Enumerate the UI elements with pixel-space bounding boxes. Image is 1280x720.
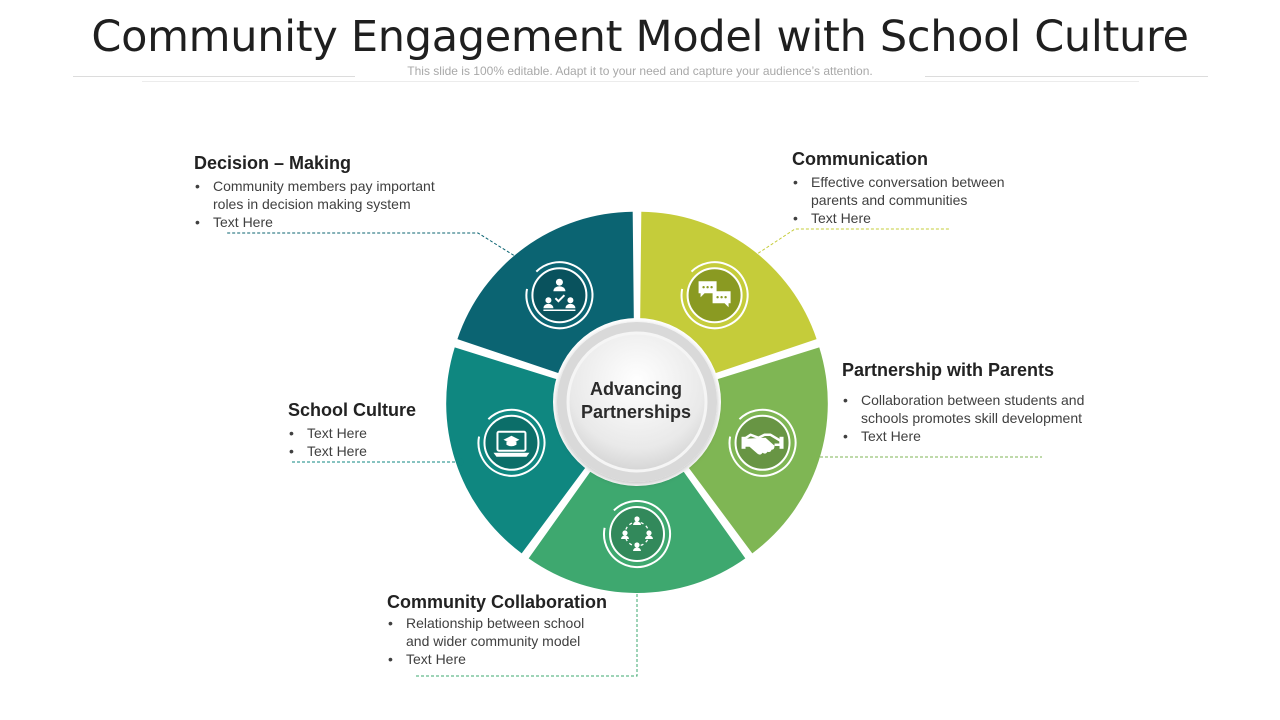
connector-decision-making — [227, 232, 519, 259]
bullet: Text Here — [288, 424, 488, 442]
community-collaboration-heading: Community Collaboration — [387, 592, 607, 612]
school-culture-heading: School Culture — [288, 400, 417, 420]
segment-icons — [477, 261, 797, 568]
connector-school-culture-dot — [456, 458, 464, 466]
label-partnership-parents: Partnership with Parents Collaboration b… — [842, 360, 1162, 445]
bullet: Text Here — [194, 213, 494, 231]
hub-label-line2: Partnerships — [580, 402, 692, 422]
partnership-parents-bullets: Collaboration between students andschool… — [842, 391, 1162, 445]
connector-communication-dot — [750, 252, 758, 260]
decision-making-heading: Decision – Making — [194, 153, 352, 173]
connector-community-collaboration-dot — [633, 585, 641, 593]
handshake-icon — [728, 408, 797, 477]
partnership-parents-heading: Partnership with Parents — [842, 360, 1055, 380]
connector-community-collaboration — [415, 589, 638, 677]
laptop-graduation-icon — [477, 408, 546, 477]
people-decision-icon — [525, 261, 594, 330]
label-communication: Communication Effective conversation bet… — [792, 149, 1092, 227]
subtitle: This slide is 100% editable. Adapt it to… — [407, 64, 873, 78]
title-rule-left — [73, 76, 355, 77]
wheel-segment-community-collaboration — [528, 469, 746, 593]
connector-decision-making-dot — [514, 254, 522, 262]
connector-lines — [227, 228, 1042, 677]
school-culture-bullets: Text Here Text Here — [288, 424, 488, 460]
hub-label: Advancing Partnerships — [565, 378, 707, 424]
title-rule-under — [142, 81, 1139, 82]
title-rule-right — [925, 76, 1208, 77]
bullet: Text Here — [387, 650, 687, 668]
chat-bubbles-icon — [680, 261, 749, 330]
bullet: Text Here — [288, 442, 488, 460]
label-decision-making: Decision – Making Community members pay … — [194, 153, 494, 231]
label-school-culture: School Culture Text Here Text Here — [288, 400, 488, 460]
bullet: Collaboration between students andschool… — [842, 391, 1162, 427]
hub-label-line1: Advancing — [589, 379, 682, 399]
page-title: Community Engagement Model with School C… — [91, 12, 1189, 62]
hub-inner — [566, 331, 708, 473]
bullet: Text Here — [792, 209, 1092, 227]
label-community-collaboration: Community Collaboration Relationship bet… — [387, 592, 687, 668]
bullet: Text Here — [842, 427, 1162, 445]
connector-dots — [456, 252, 819, 593]
network-people-icon — [603, 500, 671, 568]
connector-partnership-parents-dot — [811, 453, 819, 461]
connector-communication — [753, 228, 950, 257]
communication-heading: Communication — [792, 149, 929, 169]
